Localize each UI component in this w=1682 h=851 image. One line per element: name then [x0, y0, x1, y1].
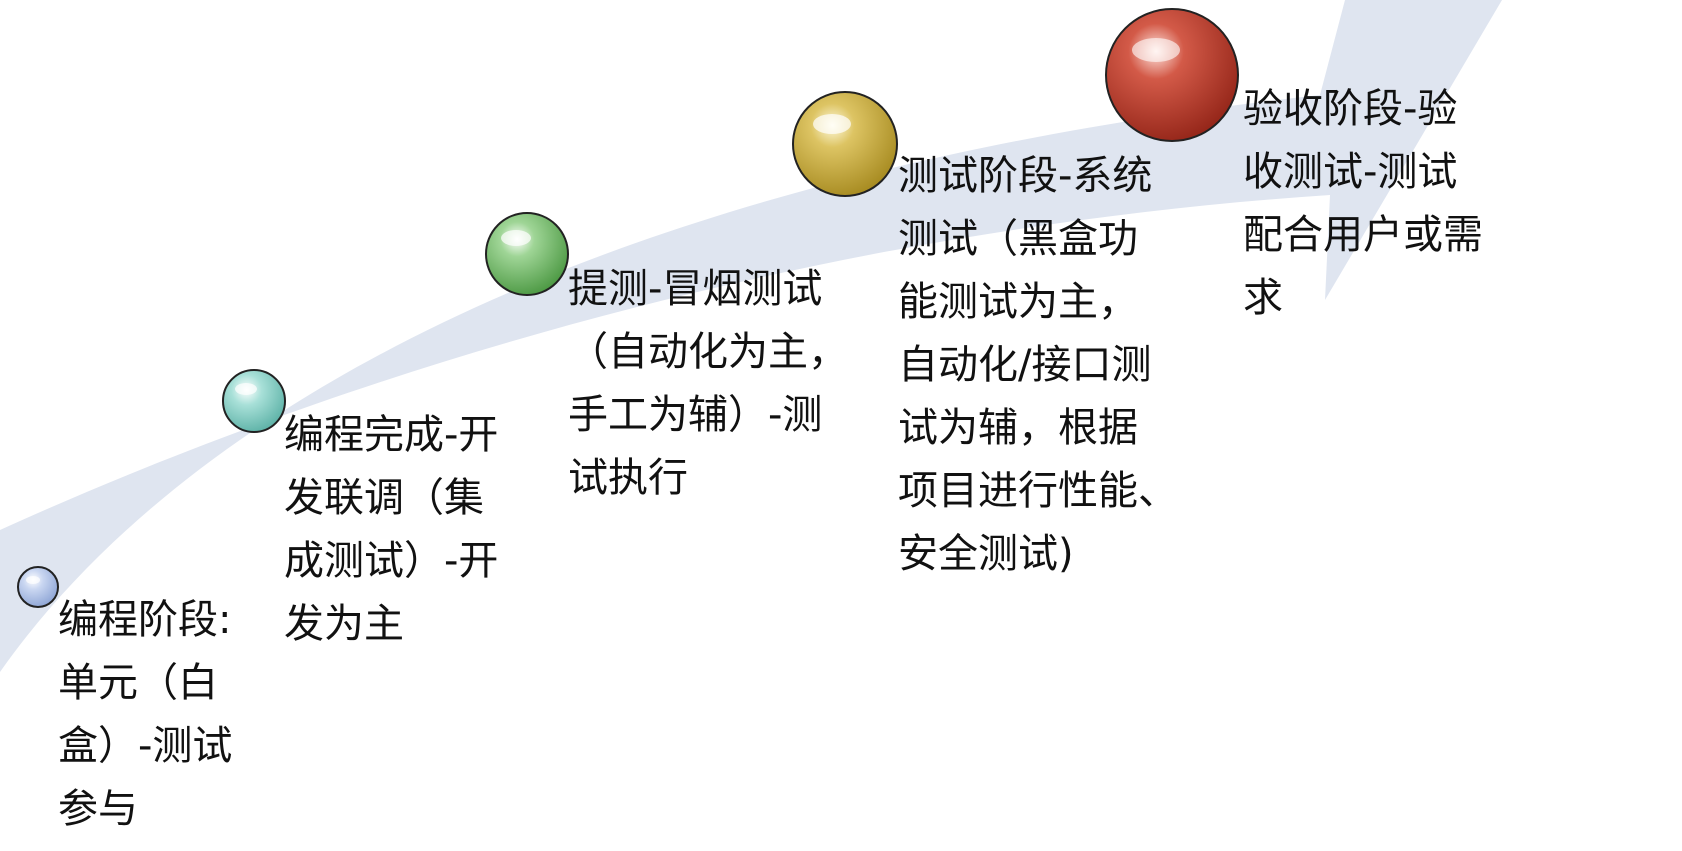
- stage-1-label: 编程阶段: 单元（白 盒）-测试 参与: [58, 589, 232, 841]
- stage-3-line: （自动化为主，: [568, 329, 848, 375]
- stage-4-line: 自动化/接口测: [898, 342, 1152, 388]
- stage-4-line: 试为辅，根据: [898, 405, 1138, 451]
- stage-3-line: 手工为辅）-测: [568, 392, 823, 438]
- stage-4-line: 项目进行性能、: [898, 468, 1178, 514]
- stage-1-line: 参与: [58, 786, 138, 832]
- stage-3-label: 提测-冒烟测试 （自动化为主， 手工为辅）-测 试执行: [568, 258, 848, 510]
- stage-5-line: 验收阶段-验: [1243, 86, 1458, 132]
- stage-2-marker: [222, 369, 286, 433]
- stage-5-line: 收测试-测试: [1243, 149, 1458, 195]
- stage-1-marker: [17, 566, 59, 608]
- stage-2-label: 编程完成-开 发联调（集 成测试）-开 发为主: [284, 404, 498, 656]
- stage-4-line: 测试阶段-系统: [898, 153, 1153, 199]
- stage-4-line: 安全测试): [898, 531, 1074, 577]
- stage-1-line: 盒）-测试: [58, 723, 233, 769]
- stage-5-marker: [1105, 8, 1239, 142]
- stage-3-line: 试执行: [568, 455, 688, 501]
- stage-2-line: 编程完成-开: [284, 412, 499, 458]
- stage-4-line: 能测试为主，: [898, 279, 1138, 325]
- stage-1-line: 编程阶段:: [58, 597, 232, 643]
- stage-3-line: 提测-冒烟测试: [568, 266, 823, 312]
- progress-arrow: [0, 0, 1502, 672]
- stage-4-label: 测试阶段-系统 测试（黑盒功 能测试为主， 自动化/接口测 试为辅，根据 项目进…: [898, 145, 1178, 586]
- stage-4-marker: [792, 91, 898, 197]
- stage-1-line: 单元（白: [58, 660, 218, 706]
- stage-5-label: 验收阶段-验 收测试-测试 配合用户或需 求: [1243, 78, 1483, 330]
- stage-5-line: 求: [1243, 275, 1283, 321]
- stage-2-line: 发联调（集: [284, 475, 484, 521]
- stage-3-marker: [485, 212, 569, 296]
- stage-2-line: 发为主: [284, 601, 404, 647]
- stage-5-line: 配合用户或需: [1243, 212, 1483, 258]
- stage-4-line: 测试（黑盒功: [898, 216, 1138, 262]
- stage-2-line: 成测试）-开: [284, 538, 499, 584]
